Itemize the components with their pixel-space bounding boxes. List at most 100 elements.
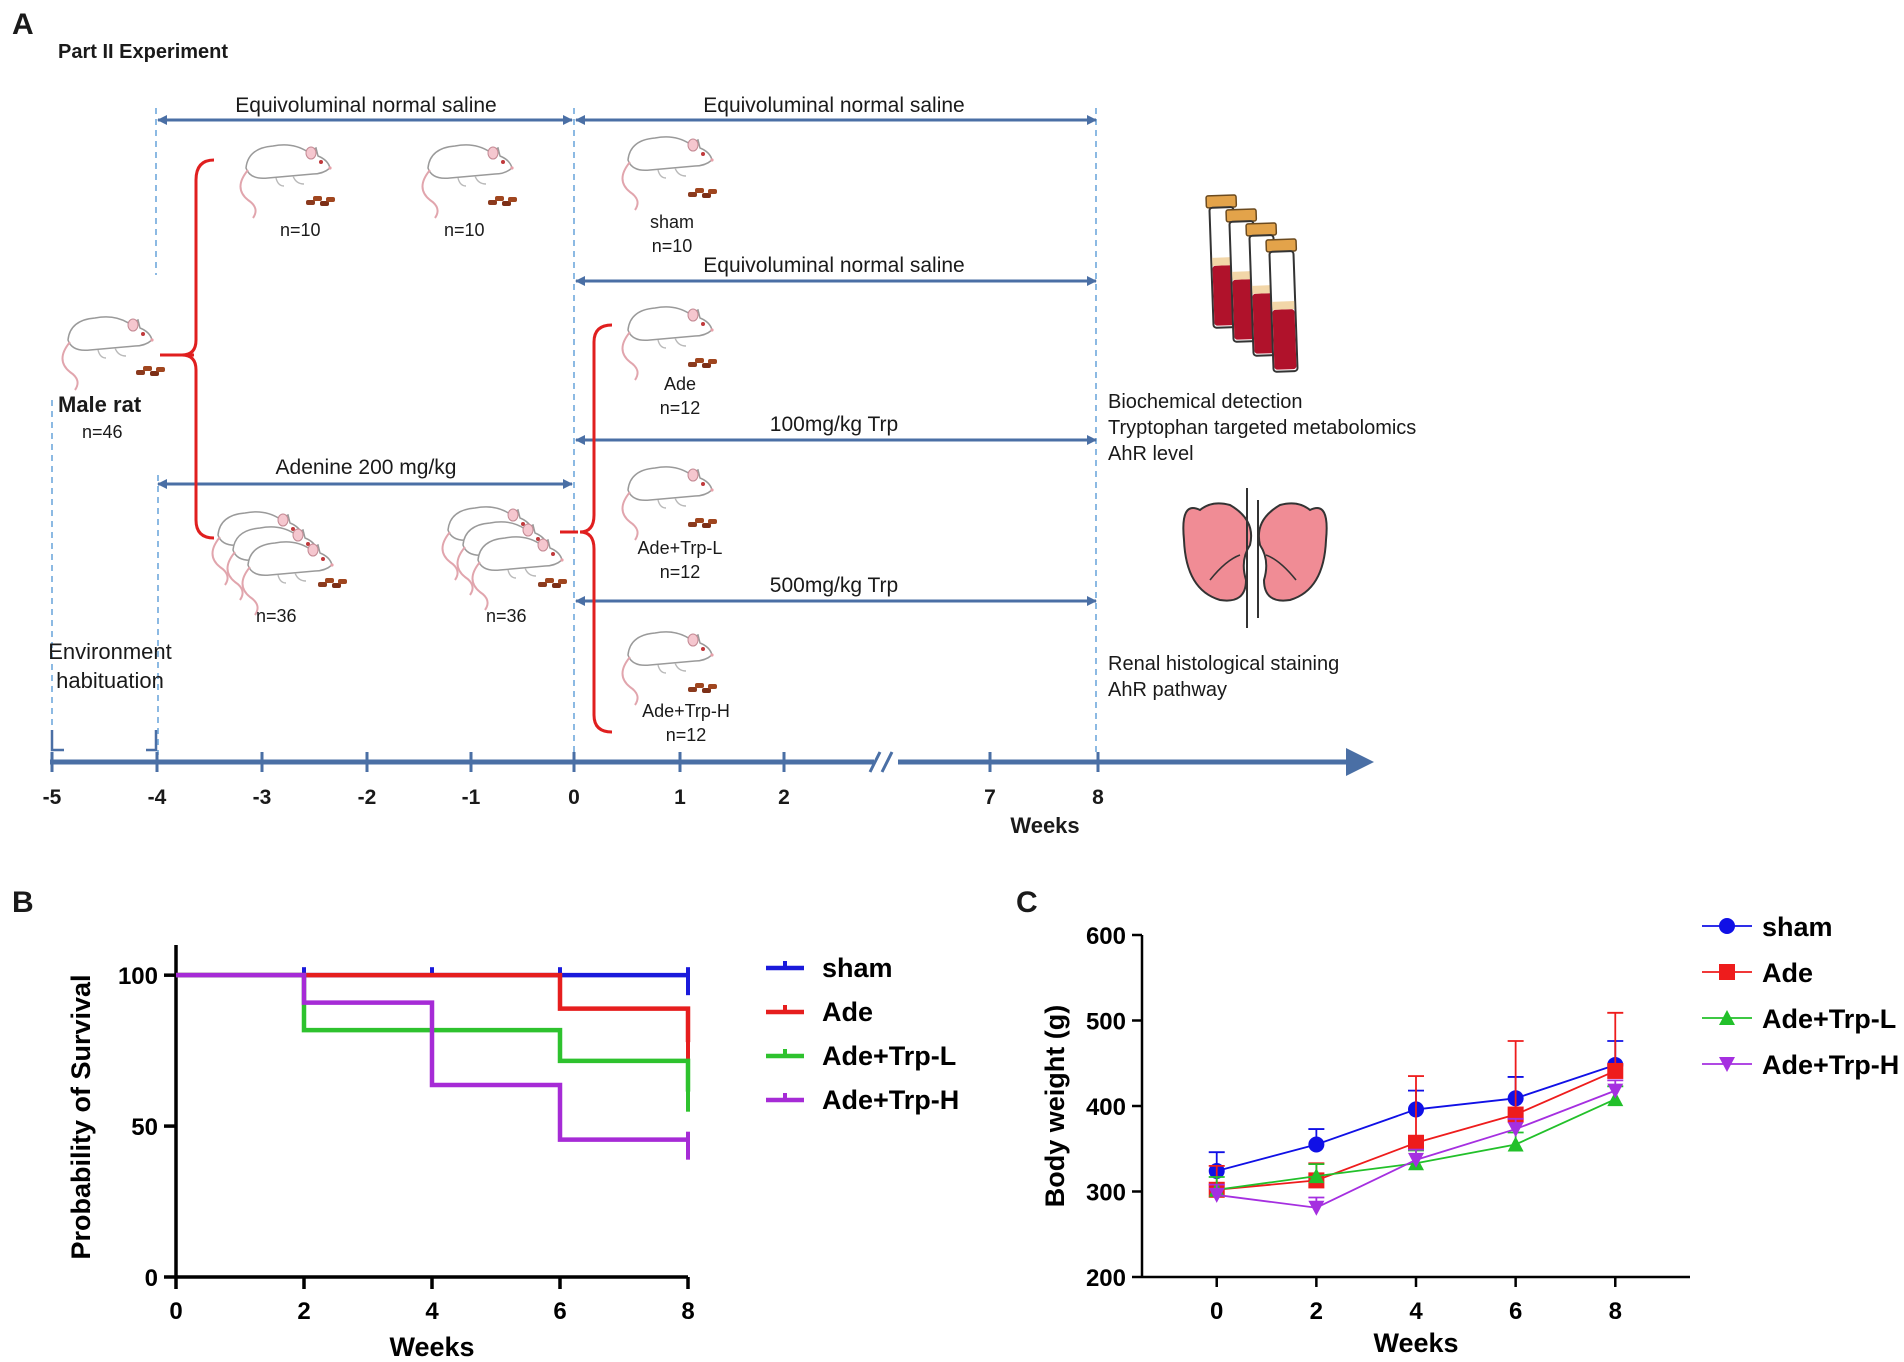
marker-square (1607, 1062, 1624, 1079)
x-tick-label: 0 (1210, 1298, 1223, 1325)
group-ade-name: Ade (664, 374, 696, 394)
timeline-tick-label: 2 (778, 786, 790, 809)
group-ade-count: n=12 (660, 398, 701, 418)
arrow-adenine-label: Adenine 200 mg/kg (276, 456, 457, 479)
model-rat-group-1 (211, 510, 347, 616)
y-tick-label: 300 (1086, 1180, 1126, 1207)
marker-circle (1308, 1136, 1325, 1153)
timeline-tick-label: -4 (148, 786, 167, 809)
y-tick-label: 50 (131, 1114, 158, 1141)
group-ade-trp-l-count: n=12 (660, 562, 701, 582)
male-rat-label: Male rat (58, 392, 142, 417)
output-blood-1: Biochemical detection (1108, 391, 1303, 413)
blood-tubes-icon (1205, 193, 1302, 373)
y-tick-label: 400 (1086, 1094, 1126, 1121)
sham-rat-icon (621, 135, 717, 211)
marker-triangle-down (1308, 1200, 1325, 1216)
timeline-tick-label: -1 (462, 786, 481, 809)
marker-square (1719, 964, 1735, 980)
y-tick-label: 600 (1086, 923, 1126, 950)
y-tick-label: 500 (1086, 1009, 1126, 1036)
output-kidney-2: AhR pathway (1108, 679, 1227, 701)
legend-label: sham (1762, 912, 1833, 942)
timeline-tick-label: 8 (1092, 786, 1104, 809)
marker-triangle-up (1308, 1168, 1325, 1184)
ade-trp-l-rat-icon (621, 465, 717, 541)
y-axis-title: Probability of Survival (66, 974, 96, 1259)
x-axis-title: Weeks (1373, 1328, 1458, 1358)
marker-triangle-up (1607, 1091, 1624, 1107)
series-line-Ade+Trp-H (176, 972, 688, 1142)
x-tick-label: 2 (1310, 1298, 1323, 1325)
panel-a-title: Part II Experiment (58, 41, 228, 63)
timeline-label: Weeks (1010, 813, 1079, 838)
x-tick-label: 8 (681, 1298, 694, 1325)
legend-label: Ade+Trp-H (822, 1085, 959, 1115)
marker-triangle-down (1208, 1187, 1225, 1203)
arrow-trp-low-label: 100mg/kg Trp (770, 413, 898, 436)
x-tick-label: 4 (1409, 1298, 1423, 1325)
timeline-break-icon (868, 751, 894, 773)
arrow-saline-ade-label: Equivoluminal normal saline (703, 254, 964, 277)
model-rat-group-2 (441, 505, 567, 611)
output-kidney-1: Renal histological staining (1108, 653, 1339, 675)
marker-triangle-down (1719, 1057, 1735, 1072)
legend-label: Ade+Trp-L (822, 1041, 956, 1071)
panel-a-label: A (12, 8, 34, 41)
timeline-tick-label: 1 (674, 786, 686, 809)
x-tick-label: 4 (425, 1298, 439, 1325)
group-ade-trp-l-name: Ade+Trp-L (638, 538, 723, 558)
male-rat-icon (61, 315, 165, 391)
normal-rat-icon-1 (239, 143, 335, 219)
marker-triangle-down (1607, 1083, 1624, 1099)
panel-b-label: B (12, 886, 34, 919)
arrow-saline-sham-label: Equivoluminal normal saline (703, 94, 964, 117)
x-tick-label: 0 (169, 1298, 182, 1325)
habituation-line1: Environment (48, 639, 172, 664)
timeline-arrowhead (1346, 748, 1374, 776)
group-brace (579, 323, 613, 734)
male-rat-count: n=46 (82, 422, 123, 442)
timeline-tick-label: -2 (358, 786, 377, 809)
marker-circle (1719, 918, 1735, 934)
output-blood-3: AhR level (1108, 443, 1194, 465)
arrow-trp-high-label: 500mg/kg Trp (770, 574, 898, 597)
timeline-tick-label: 0 (568, 786, 580, 809)
x-tick-label: 6 (1509, 1298, 1522, 1325)
brace-split-groups (181, 158, 215, 540)
output-blood-2: Tryptophan targeted metabolomics (1108, 417, 1416, 439)
model-count-2: n=36 (486, 606, 527, 626)
ade-trp-h-rat-icon (621, 630, 717, 706)
legend-label: Ade+Trp-L (1762, 1004, 1896, 1034)
normal-count-1: n=10 (280, 220, 321, 240)
normal-rat-icon-2 (421, 143, 517, 219)
x-tick-label: 2 (297, 1298, 310, 1325)
model-count-1: n=36 (256, 606, 297, 626)
timeline-tick-label: -5 (43, 786, 62, 809)
habituation-bracket (50, 730, 158, 752)
marker-triangle-down (1408, 1152, 1424, 1168)
marker-triangle-up (1719, 1010, 1735, 1025)
marker-square (1408, 1134, 1424, 1151)
arrow-saline-pre-label: Equivoluminal normal saline (235, 94, 496, 117)
group-ade-trp-h-name: Ade+Trp-H (642, 701, 730, 721)
x-tick-label: 8 (1609, 1298, 1622, 1325)
y-tick-label: 100 (118, 963, 158, 990)
panel-c-label: C (1016, 886, 1038, 919)
timeline-tick-label: -3 (253, 786, 272, 809)
panel-a-schematic: A Part II Experiment Equivoluminal norma… (12, 8, 1416, 838)
marker-triangle-up (1507, 1136, 1524, 1152)
legend-label: Ade+Trp-H (1762, 1050, 1899, 1080)
y-tick-label: 200 (1086, 1265, 1126, 1292)
x-tick-label: 6 (553, 1298, 566, 1325)
legend-label: Ade (822, 997, 873, 1027)
legend-label: Ade (1762, 958, 1813, 988)
y-tick-label: 0 (145, 1265, 158, 1292)
group-sham-name: sham (650, 212, 694, 232)
x-axis-title: Weeks (389, 1332, 474, 1362)
group-ade-trp-h-count: n=12 (666, 725, 707, 745)
